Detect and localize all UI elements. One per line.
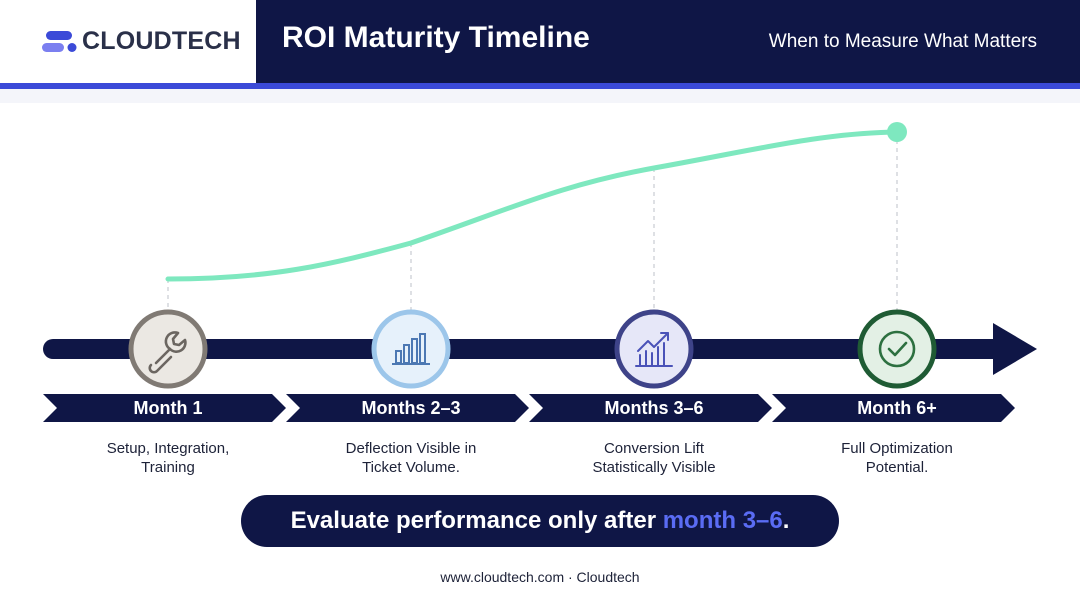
top-band bbox=[0, 89, 1080, 103]
trend-chart-icon bbox=[635, 332, 673, 367]
step-label-month-6-plus: Month 6+ bbox=[857, 398, 937, 418]
page-title: ROI Maturity Timeline bbox=[282, 21, 590, 54]
step-label-month-1: Month 1 bbox=[133, 398, 203, 418]
milestone-month-1[interactable] bbox=[128, 309, 208, 389]
step-chevron bbox=[529, 394, 772, 422]
step-chevron bbox=[286, 394, 529, 422]
check-circle-icon bbox=[878, 330, 916, 368]
step-chevron bbox=[43, 394, 286, 422]
cloudtech-logo-icon bbox=[42, 31, 77, 52]
step-description: Full Optimization Potential. bbox=[841, 440, 953, 476]
bar-chart-icon bbox=[392, 333, 430, 365]
milestone-month-6-plus[interactable] bbox=[857, 309, 937, 389]
evaluation-callout: Evaluate performance only after month 3–… bbox=[241, 495, 839, 547]
timeline-arrow-shaft bbox=[43, 339, 1003, 359]
accent-divider bbox=[0, 83, 1080, 89]
milestone-circle bbox=[614, 309, 694, 389]
step-label-months-2-3: Months 2–3 bbox=[361, 398, 461, 418]
page-subtitle: When to Measure What Matters bbox=[768, 31, 1037, 52]
brand-name: CLOUDTECH bbox=[82, 27, 241, 55]
connector-lines bbox=[167, 132, 898, 315]
step-description: Setup, Integration, Training bbox=[106, 440, 230, 476]
footer-text[interactable]: www.cloudtech.com · Cloudtech bbox=[440, 569, 640, 585]
step-description: Deflection Visible in Ticket Volume. bbox=[345, 440, 477, 476]
growth-curve bbox=[165, 129, 900, 282]
wrench-icon bbox=[148, 331, 187, 374]
step-description: Conversion Lift Statistically Visible bbox=[592, 440, 716, 476]
timeline-arrowhead bbox=[993, 323, 1037, 375]
step-label-months-3-6: Months 3–6 bbox=[604, 398, 704, 418]
callout-text-end: . bbox=[782, 507, 790, 534]
timeline-diagram bbox=[0, 89, 1080, 422]
callout-text: Evaluate performance only after bbox=[290, 507, 663, 534]
milestone-months-3-6[interactable] bbox=[614, 309, 694, 389]
milestone-circle bbox=[857, 309, 937, 389]
milestone-months-2-3[interactable] bbox=[371, 309, 451, 389]
step-chevron bbox=[772, 394, 1015, 422]
callout-highlight: month 3–6 bbox=[662, 507, 783, 534]
curve-end-dot bbox=[887, 122, 907, 142]
brand-area[interactable]: CLOUDTECH bbox=[0, 0, 256, 83]
